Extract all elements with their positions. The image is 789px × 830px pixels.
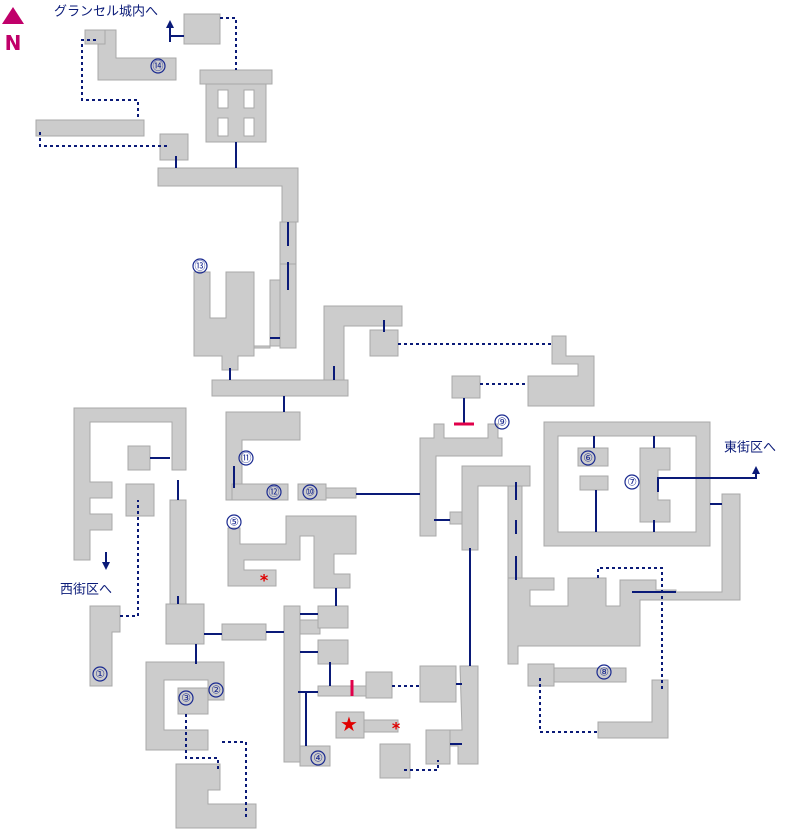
marker-5: ⑤ — [226, 514, 242, 530]
svg-text:⑦: ⑦ — [627, 476, 637, 489]
special-marks: ★ * * — [260, 571, 401, 738]
svg-text:④: ④ — [313, 752, 323, 765]
arrow-up-icon — [166, 20, 174, 28]
corridor-upper-left — [35, 119, 145, 137]
hall-cross-body — [205, 83, 267, 143]
corridor-junction — [221, 623, 267, 641]
compass-arrow-icon — [2, 7, 24, 24]
compass: N — [2, 7, 24, 55]
marker-14: ⑭ — [150, 58, 166, 74]
marker-13: ⑬ — [192, 258, 208, 274]
svg-text:⑬: ⑬ — [195, 260, 206, 273]
svg-text:⑩: ⑩ — [305, 486, 315, 499]
corridor-main-upper — [157, 167, 299, 223]
marker-7: ⑦ — [624, 474, 640, 490]
room-3 — [177, 687, 209, 715]
marker-10: ⑩ — [302, 484, 318, 500]
room-4 — [299, 745, 331, 767]
room-3-lower — [175, 763, 257, 829]
room-star-lower — [379, 743, 411, 779]
room-14-corner — [84, 29, 106, 45]
floor-areas — [35, 13, 741, 829]
room-7 — [639, 447, 671, 523]
svg-text:③: ③ — [181, 692, 191, 705]
corridor-middle — [211, 379, 349, 397]
room-lower-small — [425, 729, 451, 765]
star-icon: ★ — [340, 712, 358, 736]
marker-9: ⑨ — [494, 414, 510, 430]
room-13 — [193, 271, 281, 371]
area-markers: ① ② ③ ④ ⑤ ⑥ ⑦ ⑧ ⑨ ⑩ ⑪ ⑫ ⑬ ⑭ — [92, 58, 640, 766]
room-mid-lower-right — [419, 665, 457, 703]
exit-labels: グランセル城内へ 西街区へ 東街区へ — [54, 4, 776, 598]
room-5 — [227, 515, 357, 589]
corridor-8 — [553, 667, 627, 683]
marker-6: ⑥ — [580, 450, 596, 466]
exit-label-castle: グランセル城内へ — [54, 4, 158, 20]
room-center-upper — [317, 605, 349, 629]
svg-text:⑥: ⑥ — [583, 452, 593, 465]
svg-text:①: ① — [95, 668, 105, 681]
corridor-upper-right-branch — [323, 305, 403, 381]
room-junction-west — [165, 603, 205, 645]
svg-text:⑫: ⑫ — [269, 486, 280, 499]
room-far-right-upper — [527, 335, 595, 407]
room-12 — [231, 483, 289, 501]
room-9 — [419, 423, 503, 537]
room-castle-entrance — [183, 13, 221, 45]
svg-text:⑨: ⑨ — [497, 416, 507, 429]
corridor-lower-right-main — [507, 493, 741, 665]
corridor-right-column — [447, 665, 479, 765]
hall-cross-top — [199, 69, 273, 85]
svg-text:⑤: ⑤ — [229, 516, 239, 529]
exit-label-west: 西街区へ — [60, 583, 112, 598]
svg-text:②: ② — [211, 684, 221, 697]
marker-1: ① — [92, 666, 108, 682]
solid-passages — [105, 22, 757, 746]
corridor-central-to-right — [299, 619, 321, 635]
room-center-lower-2 — [365, 671, 393, 699]
arrow-up-icon-east — [752, 466, 760, 474]
corridor-star — [363, 719, 399, 733]
room-west-inner-2 — [125, 483, 155, 517]
marker-2: ② — [208, 682, 224, 698]
room-6-lower — [579, 475, 609, 491]
svg-text:⑧: ⑧ — [599, 666, 609, 679]
marker-8: ⑧ — [596, 664, 612, 680]
marker-4: ④ — [310, 750, 326, 766]
asterisk-mark-star: * — [392, 719, 401, 738]
room-1 — [89, 605, 121, 687]
room-lower-right-corner — [597, 679, 669, 739]
corridor-west-vertical — [169, 499, 187, 611]
room-upper-right-small — [369, 329, 399, 357]
compass-letter: N — [5, 31, 22, 55]
marker-11: ⑪ — [238, 450, 254, 466]
svg-text:⑭: ⑭ — [153, 60, 164, 73]
asterisk-mark-5: * — [260, 571, 269, 590]
marker-12: ⑫ — [266, 484, 282, 500]
exit-arrows — [102, 20, 760, 570]
svg-text:⑪: ⑪ — [241, 452, 252, 465]
room-center-mid — [317, 639, 349, 665]
room-8 — [527, 663, 555, 687]
corridor-right-center — [461, 465, 531, 551]
arrow-down-icon — [102, 562, 110, 570]
room-west-inner-1 — [127, 445, 151, 471]
marker-3: ③ — [178, 690, 194, 706]
room-14 — [97, 29, 177, 81]
corridor-central-vertical — [283, 605, 301, 763]
exit-label-east: 東街区へ — [724, 440, 776, 456]
room-star — [335, 711, 365, 739]
room-9-top — [451, 375, 481, 399]
hidden-passages — [39, 17, 663, 818]
room-west-loop — [73, 407, 187, 561]
locked-doors — [350, 422, 474, 696]
corridor-10 — [325, 487, 357, 499]
